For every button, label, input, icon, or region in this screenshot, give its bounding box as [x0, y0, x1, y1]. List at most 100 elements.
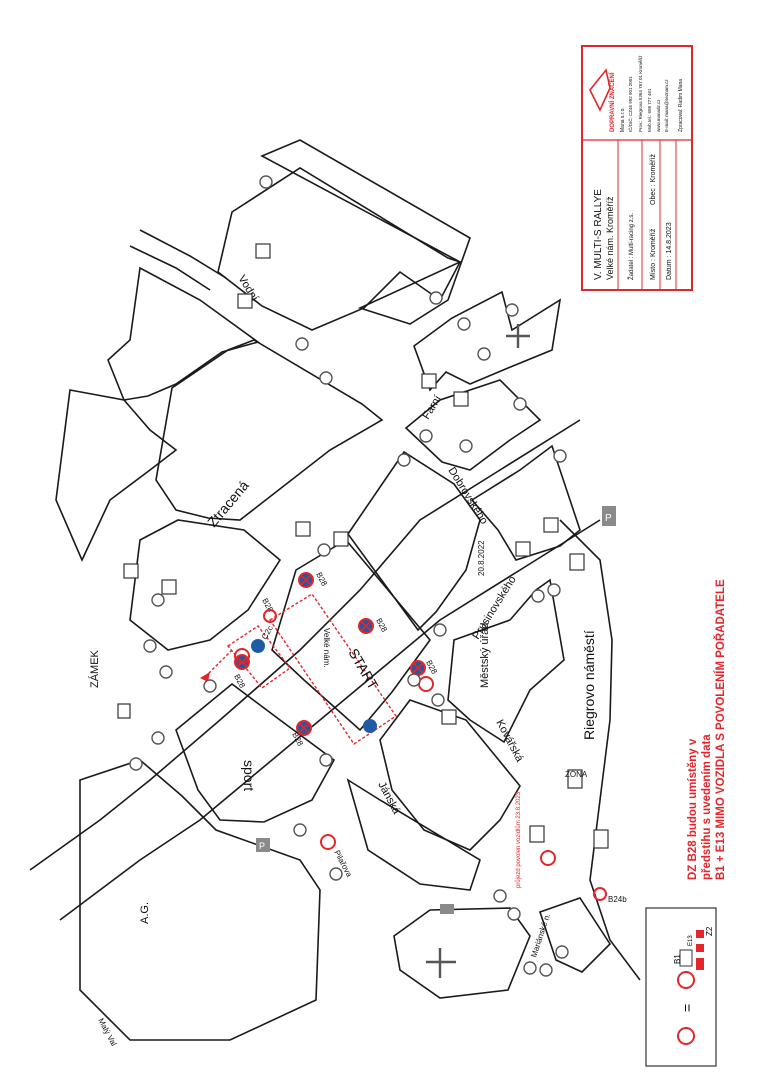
datum: Datum : 14.8.2023	[666, 222, 673, 280]
title-block: V. MULTI-S RALLYE Velké nám. Kroměříž Ža…	[581, 45, 693, 291]
end-sign	[151, 593, 165, 607]
zone-sign	[295, 521, 311, 537]
b1-sign	[418, 676, 434, 692]
building-blocks	[29, 139, 641, 1041]
b28-signs: B28 B28 B28 B28 B28 B28	[232, 571, 439, 748]
label-date-small: 20.8.2022	[477, 540, 486, 576]
zone-sign	[421, 373, 437, 389]
end-sign	[513, 397, 527, 411]
zone-sign	[569, 553, 585, 571]
legend-b1: B1	[673, 954, 682, 964]
b24b-sign	[593, 887, 607, 901]
zadatel: Žadatel : Multi-racing z.s.	[627, 213, 635, 280]
end-sign	[259, 175, 273, 189]
b24b-code: B24b	[608, 895, 627, 904]
end-sign	[129, 757, 143, 771]
event-name: V. MULTI-S RALLYE	[593, 189, 604, 280]
end-sign	[555, 945, 569, 959]
label-mestsky-urad: Městský úřad	[479, 623, 491, 688]
c2c-sign	[251, 639, 265, 653]
end-sign	[143, 639, 157, 653]
b1-sign	[263, 609, 277, 623]
company-name: Mana s.r.o.	[620, 107, 626, 132]
parking-sign	[602, 506, 616, 526]
label-dobrovskeho: Dobrovského	[445, 465, 490, 526]
block-southeast	[538, 897, 612, 973]
notice-line-3: B1 + E13 MIMO VOZIDLA S POVOLENÍM POŘADA…	[714, 579, 727, 880]
legend-equals: =	[679, 1004, 695, 1012]
end-sign	[523, 961, 537, 975]
end-sign	[477, 347, 491, 361]
b28-code: B28	[232, 673, 247, 690]
end-sign	[319, 371, 333, 385]
label-prusinovskeho: Prusinovského	[470, 574, 518, 642]
start-lane-outline	[226, 625, 291, 689]
block-janska	[346, 778, 481, 891]
block-sport	[175, 682, 336, 823]
label-maly-val: Malý Val	[96, 1017, 118, 1048]
road-edge	[29, 419, 581, 871]
end-sign	[293, 823, 307, 837]
company-address: Prov.: Riegrova 5364 767 01 Kroměříž	[638, 55, 643, 132]
end-sign	[429, 291, 443, 305]
b1-sign	[320, 834, 336, 850]
end-sign	[553, 449, 567, 463]
zone-sign	[161, 579, 177, 595]
end-sign	[419, 429, 433, 443]
company-phone: Mob.tel.: 608 777 461	[647, 88, 652, 132]
label-start: START	[345, 646, 381, 693]
zone-labels: ZÓNA	[565, 770, 588, 779]
end-sign	[397, 453, 411, 467]
b1-signs	[234, 609, 607, 901]
parking-sign	[256, 838, 270, 852]
title-block-frame	[581, 45, 693, 291]
diversion-note: průjezd povolen vozidlům 23.8.2023	[515, 791, 522, 888]
block-north	[217, 167, 462, 331]
obec: Obec : Kroměříž	[650, 154, 657, 205]
end-sign	[493, 889, 507, 903]
block-zamek-upper	[107, 266, 260, 401]
end-sign	[407, 673, 421, 687]
company-email: E-mail: mana@seznam.cz	[664, 79, 669, 132]
b28-code: B28	[314, 571, 329, 588]
block-zamek	[55, 389, 178, 562]
label-ztracena: Ztracená	[204, 477, 252, 530]
block-start	[271, 538, 432, 732]
company-ico: IČ/DIČ: CZ46 992 901 2001	[627, 76, 633, 132]
c2c-sign	[363, 719, 377, 733]
block-ztracena	[155, 339, 384, 521]
end-sign	[505, 303, 519, 317]
zone-sign	[529, 825, 545, 843]
b28-sign	[296, 720, 312, 736]
b28-sign	[298, 572, 314, 588]
legend-b1-icon	[677, 1027, 695, 1045]
c2c-signs: C2c	[251, 624, 377, 733]
company-web: www.manadz.cz	[656, 99, 661, 132]
zone-sign	[453, 391, 469, 407]
end-sign	[547, 583, 561, 597]
zone-sign	[333, 531, 349, 547]
road-edge	[139, 229, 227, 279]
end-sign	[457, 317, 471, 331]
start-arrow-head	[200, 672, 210, 682]
zone-sign	[543, 517, 559, 533]
notice-line-2: předstihu s uvedením data	[701, 734, 713, 880]
road-edge	[59, 519, 601, 921]
end-sign	[459, 439, 473, 453]
parking-letter: P	[605, 513, 612, 524]
label-sport: sport	[241, 760, 257, 791]
b28-sign	[410, 660, 426, 676]
end-sign	[295, 337, 309, 351]
zone-sign	[593, 829, 609, 849]
block-northeast	[260, 139, 471, 325]
label-ag: A.G.	[139, 902, 151, 924]
end-sign	[159, 665, 173, 679]
notice-block: DZ B28 budou umístěny v předstihu s uved…	[687, 579, 727, 880]
zone-sign	[515, 541, 531, 557]
zone-text: ZÓNA	[565, 770, 588, 779]
end-sign	[431, 693, 445, 707]
end-sign	[507, 907, 521, 921]
zone-sign	[441, 709, 457, 725]
end-sign	[539, 963, 553, 977]
